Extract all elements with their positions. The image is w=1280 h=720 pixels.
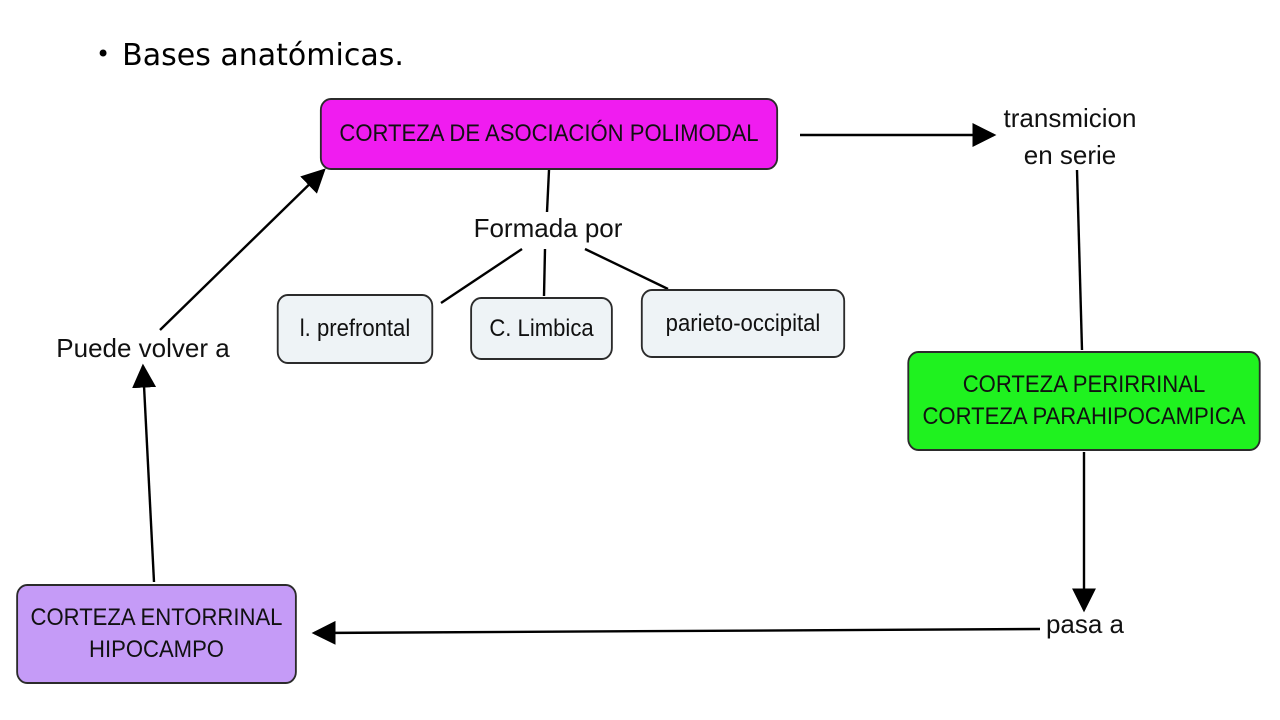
node-perirrinal-line2: CORTEZA PARAHIPOCAMPICA	[922, 403, 1246, 430]
link-label-transmicion-line1: transmicion	[1003, 103, 1137, 133]
slide-bullet: • Bases anatómicas.	[96, 38, 404, 73]
link-label-pasa-a: pasa a	[1045, 609, 1125, 639]
node-corteza-perirrinal: CORTEZA PERIRRINAL CORTEZA PARAHIPOCAMPI…	[907, 351, 1261, 451]
link-label-puede-volver-a: Puede volver a	[56, 333, 230, 363]
arrow-puede-volver-to-polimodal	[159, 168, 326, 331]
node-prefrontal: l. prefrontal	[276, 294, 434, 364]
node-corteza-entorrinal: CORTEZA ENTORRINAL HIPOCAMPO	[16, 584, 297, 684]
bullet-dot-icon: •	[96, 40, 111, 68]
line-formada-to-parieto	[584, 247, 669, 291]
node-limbica-label: C. Limbica	[489, 314, 594, 342]
line-polimodal-to-formada-por	[545, 169, 551, 213]
arrow-pasa-a-to-entorrinal	[311, 620, 1041, 645]
line-formada-to-prefrontal	[440, 248, 523, 304]
arrow-entorrinal-to-puede-volver	[132, 363, 157, 583]
node-limbica: C. Limbica	[470, 297, 613, 360]
link-label-transmicion: transmicion en serie	[995, 100, 1145, 174]
line-formada-to-limbica	[542, 248, 547, 297]
node-perirrinal-line1: CORTEZA PERIRRINAL	[962, 371, 1206, 398]
node-corteza-polimodal: CORTEZA DE ASOCIACIÓN POLIMODAL	[319, 98, 779, 170]
link-label-transmicion-line2: en serie	[1023, 140, 1117, 170]
node-corteza-polimodal-label: CORTEZA DE ASOCIACIÓN POLIMODAL	[339, 120, 759, 147]
node-prefrontal-label: l. prefrontal	[299, 315, 411, 342]
node-entorrinal-line2: HIPOCAMPO	[89, 636, 224, 663]
link-label-formada-por: Formada por	[473, 213, 623, 243]
slide-bullet-text: Bases anatómicas.	[122, 38, 404, 73]
node-parieto-occipital-label: parieto-occipital	[665, 309, 821, 337]
node-parieto-occipital: parieto-occipital	[640, 289, 846, 358]
line-transmicion-to-perirrinal	[1075, 169, 1084, 351]
node-entorrinal-line1: CORTEZA ENTORRINAL	[30, 604, 283, 631]
